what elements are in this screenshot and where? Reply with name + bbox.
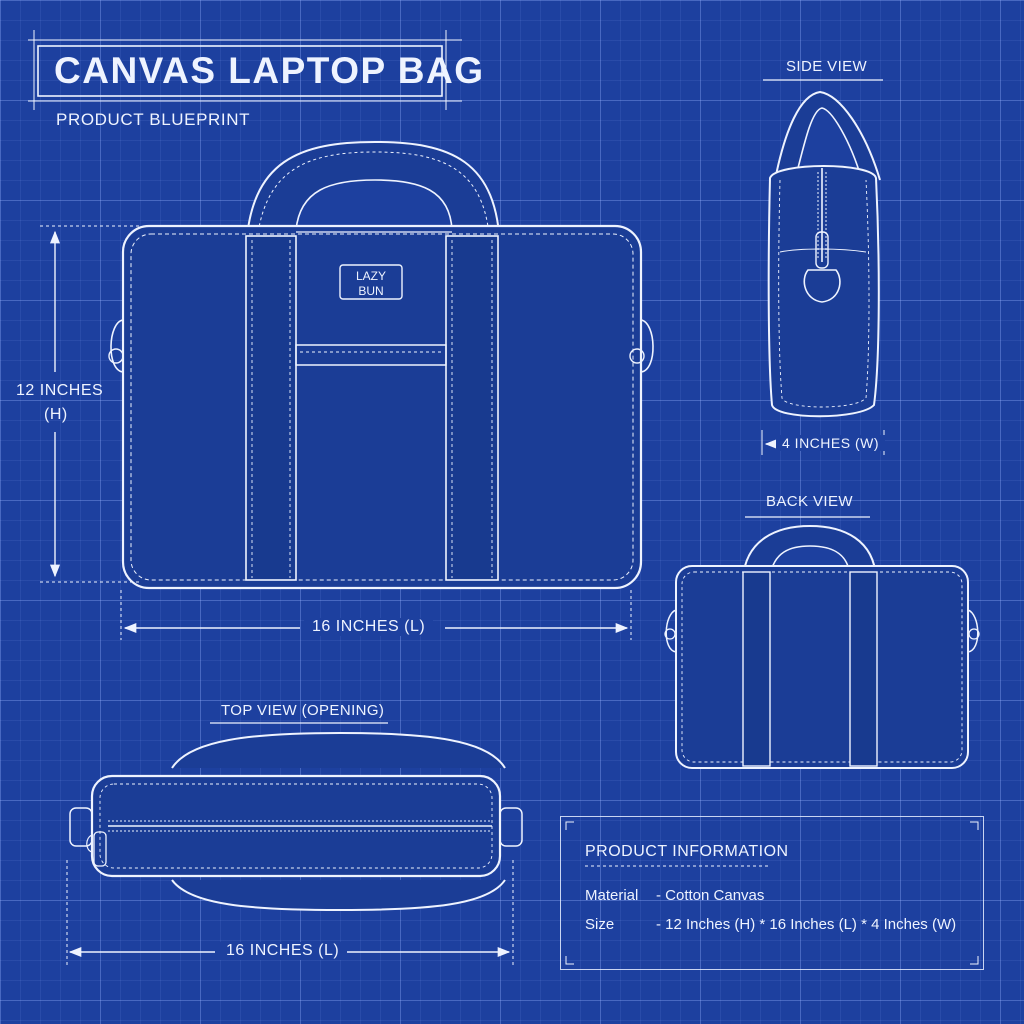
title-frame bbox=[28, 30, 462, 110]
page-title: CANVAS LAPTOP BAG bbox=[54, 50, 485, 91]
page-subtitle: PRODUCT BLUEPRINT bbox=[56, 110, 251, 129]
product-info-panel bbox=[560, 816, 984, 970]
brand-logo-patch bbox=[339, 264, 403, 300]
product-info-heading: PRODUCT INFORMATION bbox=[585, 843, 789, 860]
height-dimension-label-1: 12 INCHES bbox=[16, 382, 104, 399]
info-label-material: Material bbox=[585, 887, 639, 904]
front-length-dimension bbox=[120, 590, 632, 640]
side-width-label: 4 INCHES (W) bbox=[776, 435, 885, 451]
info-value-size: - 12 Inches (H) * 16 Inches (L) * 4 Inch… bbox=[656, 916, 957, 933]
top-view-label: TOP VIEW (OPENING) bbox=[221, 702, 385, 719]
height-dimension-label-2: (H) bbox=[44, 406, 68, 423]
info-label-size: Size bbox=[585, 916, 615, 933]
front-length-label: 16 INCHES (L) bbox=[304, 618, 434, 636]
side-view-label: SIDE VIEW bbox=[786, 58, 868, 75]
top-length-label: 16 INCHES (L) bbox=[218, 942, 348, 960]
logo-line-1: LAZY bbox=[356, 269, 386, 283]
back-view-bag bbox=[664, 516, 980, 769]
brand-logo: LAZY BUN bbox=[356, 269, 386, 298]
info-value-material: - Cotton Canvas bbox=[656, 887, 765, 904]
side-view-bag bbox=[761, 79, 885, 455]
height-dimension bbox=[40, 225, 140, 583]
back-view-label: BACK VIEW bbox=[766, 493, 853, 510]
top-view-bag bbox=[66, 722, 523, 965]
front-view-bag bbox=[108, 140, 654, 590]
info-box-decoration bbox=[565, 821, 979, 965]
logo-line-2: BUN bbox=[358, 284, 383, 298]
